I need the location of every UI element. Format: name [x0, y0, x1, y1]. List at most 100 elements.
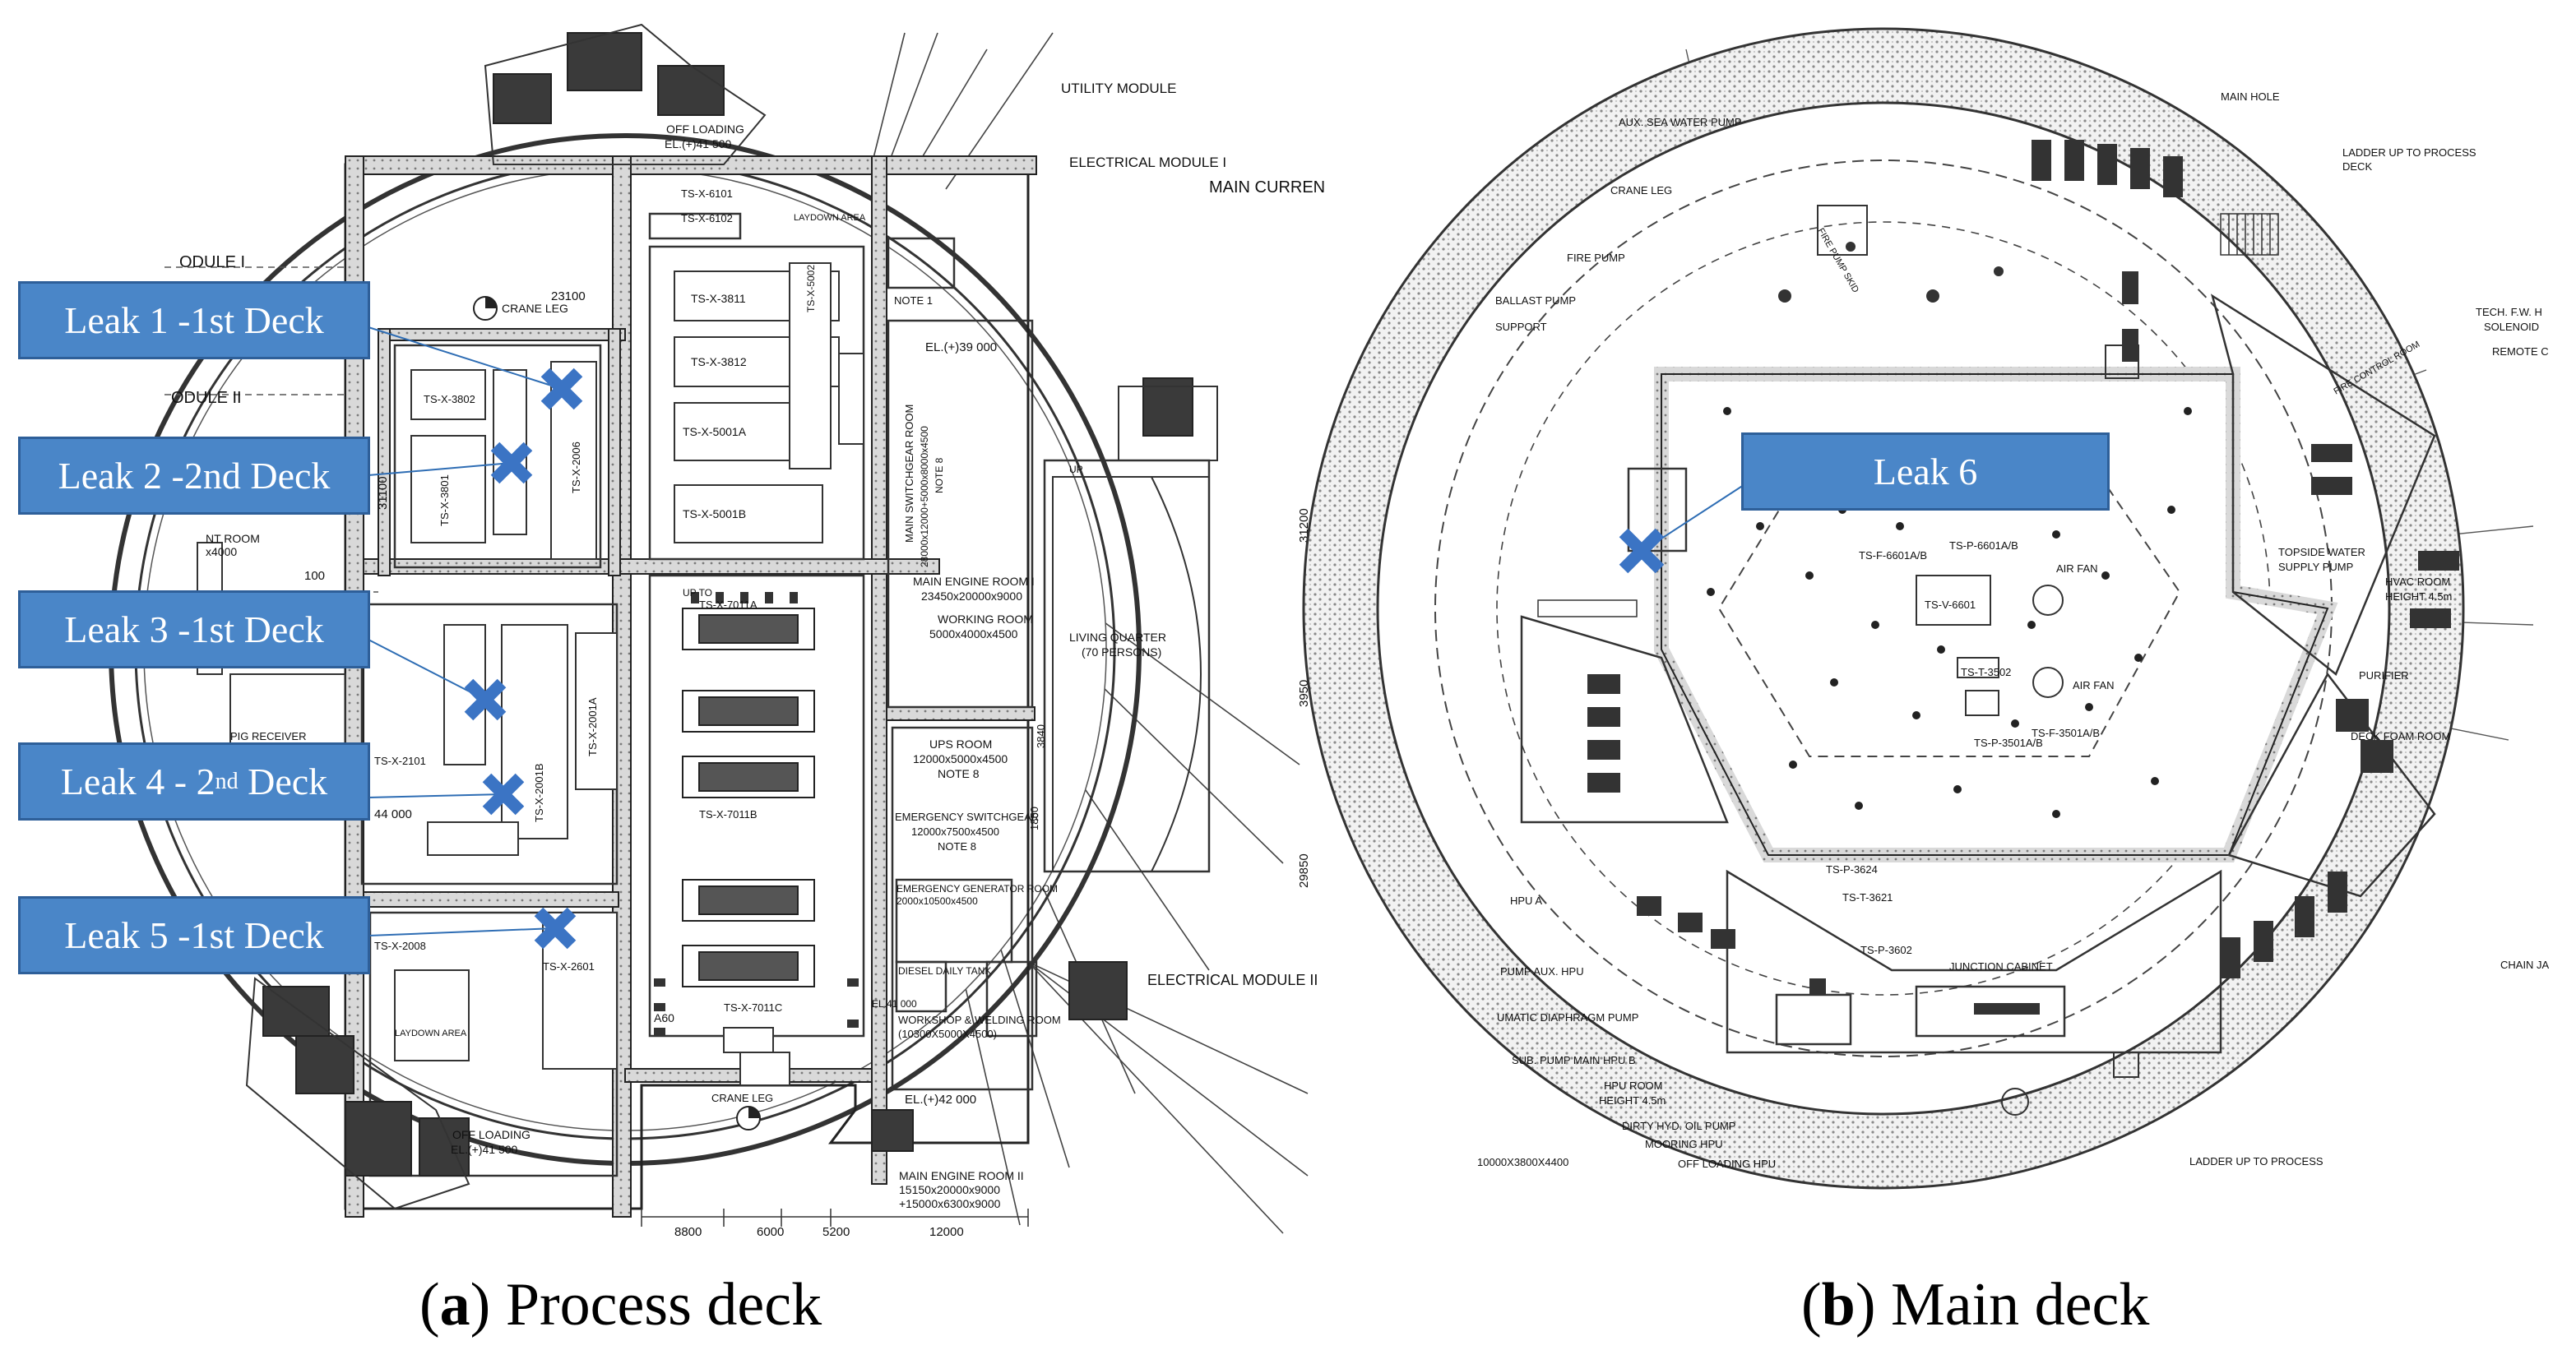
- el-44000-label: 44 000: [374, 807, 412, 821]
- ts-2006-label: TS-X-2006: [570, 442, 582, 493]
- el-41000-label: EL.41 000: [872, 998, 917, 1010]
- leak-6-label: Leak 6: [1741, 432, 2110, 511]
- pump-aux-hpu-label: PUMP AUX. HPU: [1500, 965, 1584, 978]
- chpu-a-label: HPU A: [1510, 895, 1542, 907]
- process-deck-drawing: UTILITY MODULE ELECTRICAL MODULE I MAIN …: [109, 23, 1325, 1239]
- ts-6102-label: TS-X-6102: [681, 212, 733, 224]
- dim-29850-label: 29850: [1297, 853, 1311, 888]
- main-engine-room-1-label: MAIN ENGINE ROOM I: [913, 575, 1035, 588]
- ts-3801-label: TS-X-3801: [438, 474, 451, 526]
- caption-process-deck: (a) Process deck: [419, 1271, 822, 1339]
- support-label: SUPPORT: [1495, 321, 1547, 333]
- ladder-up-top-label-2: DECK: [2342, 160, 2372, 173]
- junction-cabinet-label: JUNCTION CABINET: [1949, 960, 2053, 973]
- pig-receiver-label: PIG RECEIVER: [230, 730, 306, 742]
- dim-3840-label: 3840: [1035, 724, 1047, 748]
- el-39000-label: EL.(+)39 000: [925, 340, 997, 354]
- ts-5001a-label: TS-X-5001A: [683, 425, 747, 438]
- dim-3950-label: 3950: [1297, 680, 1311, 707]
- crane-leg-label: CRANE LEG: [1610, 184, 1672, 197]
- ts-3501f-label: TS-F-3501A/B: [2032, 727, 2100, 739]
- chain-ja-label: CHAIN JA: [2500, 959, 2550, 971]
- ladder-up-bottom-label: LADDER UP TO PROCESS: [2189, 1155, 2323, 1167]
- emergency-generator-room-label: EMERGENCY GENERATOR ROOM: [897, 883, 1058, 895]
- ts-6601f-label: TS-F-6601A/B: [1859, 549, 1927, 562]
- ts-6601-label: TS-V-6601: [1925, 599, 1976, 611]
- leak-4-marker: [482, 773, 525, 816]
- ts-7011b-label: TS-X-7011B: [699, 808, 758, 821]
- living-quarter-label: LIVING QUARTER: [1069, 631, 1166, 644]
- ts-2001b-label: TS-X-2001B: [533, 763, 545, 822]
- note8b-label: NOTE 8: [938, 767, 980, 780]
- ts-5002-label: TS-X-5002: [805, 265, 817, 312]
- ts-5001b-label: TS-X-5001B: [683, 507, 746, 520]
- note8c-label: NOTE 8: [938, 840, 976, 853]
- emergency-generator-room-dims: 2000x10500x4500: [897, 895, 978, 907]
- ent-room-label: NT ROOM: [206, 532, 260, 545]
- ts-3812-label: TS-X-3812: [691, 355, 747, 368]
- leak-markers-process-deck: [464, 368, 583, 950]
- electrical-module-1-label: ELECTRICAL MODULE I: [1069, 155, 1226, 170]
- emergency-switchgear-dims: 12000x7500x4500: [911, 825, 999, 838]
- a60-label: A60: [654, 1011, 674, 1024]
- main-engine-room-2-dims: 15150x20000x9000: [899, 1183, 1000, 1196]
- crane-leg-bottom-label: CRANE LEG: [711, 1092, 773, 1104]
- sub-pump-label: SUB. PUMP MAIN HPU B: [1512, 1054, 1636, 1066]
- supply-pump-label: SUPPLY PUMP: [2278, 561, 2353, 573]
- leak-2-marker: [490, 442, 533, 484]
- ts-2001a-label: TS-X-2001A: [586, 697, 599, 756]
- hvac-room-label: HVAC ROOM: [2385, 576, 2450, 588]
- crane-leg-top-label: CRANE LEG: [502, 302, 568, 315]
- mooring-hpu-label: MOORING HPU: [1645, 1138, 1723, 1150]
- ent-room-dims: x4000: [206, 545, 237, 558]
- dim-8800-label: 8800: [674, 1225, 702, 1239]
- main-switchgear-label: MAIN SWITCHGEAR ROOM: [903, 405, 915, 543]
- leak-5-marker: [534, 907, 577, 950]
- ts-3501-label: TS-P-3501A/B: [1974, 737, 2043, 749]
- leak-1-marker: [540, 368, 583, 410]
- main-engine-room-2-dims2: +15000x6300x9000: [899, 1197, 1001, 1210]
- off-loading-top-label: OFF LOADING: [666, 123, 744, 136]
- hvac-height-label: HEIGHT 4.5m: [2385, 590, 2452, 603]
- ts-2101-label: TS-X-2101: [374, 755, 426, 767]
- main-engine-room-1-dims: 23450x20000x9000: [921, 590, 1022, 603]
- living-quarter-persons: (70 PERSONS): [1082, 645, 1161, 659]
- leak-5-label: Leak 5 -1st Deck: [18, 896, 370, 974]
- ups-room-label: UPS ROOM: [929, 737, 992, 751]
- electrical-module-2-label: ELECTRICAL MODULE II: [1147, 972, 1318, 988]
- deck-foam-room-label: DECK FOAM ROOM: [2351, 730, 2450, 742]
- ts-2601-label: TS-X-2601: [543, 960, 595, 973]
- workshop-dims: (10300X5000X4500): [898, 1028, 997, 1040]
- main-current-label: MAIN CURREN: [1209, 178, 1325, 197]
- aux-sea-water-pump-label: AUX. SEA WATER PUMP: [1619, 116, 1742, 128]
- ts-3802-label: TS-X-3802: [424, 393, 475, 405]
- air-fan-2-label: AIR FAN: [2073, 679, 2115, 691]
- working-room-dims: 5000x4000x4500: [929, 627, 1018, 640]
- working-room-label: WORKING ROOM: [938, 613, 1033, 626]
- leak-2-label: Leak 2 -2nd Deck: [18, 437, 370, 515]
- dim-12000-label: 12000: [929, 1225, 964, 1239]
- dim-6000-label: 6000: [757, 1225, 784, 1239]
- pneumatic-pump-label: UMATIC DIAPHRAGM PUMP: [1497, 1011, 1638, 1024]
- leak-leader-lines: [368, 326, 563, 936]
- main-switchgear-dims: 28000x12000+5000x8000x4500: [919, 426, 930, 567]
- module-1-label: ODULE I: [179, 253, 245, 271]
- dims-bottom-label: 10000X3800X4400: [1477, 1156, 1568, 1168]
- main-deck-drawing: MAIN HOLE AUX. SEA WATER PUMP LADDER UP …: [1302, 27, 2550, 1190]
- ts-3602-label: TS-P-3602: [1860, 944, 1912, 956]
- purifier-label: PURIFIER: [2359, 669, 2409, 682]
- ts-3811-label: TS-X-3811: [691, 292, 746, 305]
- workshop-label: WORKSHOP & WELDING ROOM: [898, 1014, 1061, 1026]
- ts-6101-label: TS-X-6101: [681, 187, 733, 200]
- leak-3-marker: [464, 678, 507, 721]
- dim-1850-label: 1850: [1028, 807, 1040, 830]
- ts-6601a-label: TS-P-6601A/B: [1949, 539, 2018, 552]
- ts-7011c-label: TS-X-7011C: [724, 1001, 782, 1014]
- utility-module-label: UTILITY MODULE: [1061, 81, 1176, 96]
- dirty-hyd-label: DIRTY HYD. OIL PUMP: [1622, 1120, 1735, 1132]
- off-loading-top-el: EL.(+)41 500: [665, 137, 732, 150]
- fire-pump-label: FIRE PUMP: [1567, 252, 1625, 264]
- air-fan-1-label: AIR FAN: [2056, 562, 2098, 575]
